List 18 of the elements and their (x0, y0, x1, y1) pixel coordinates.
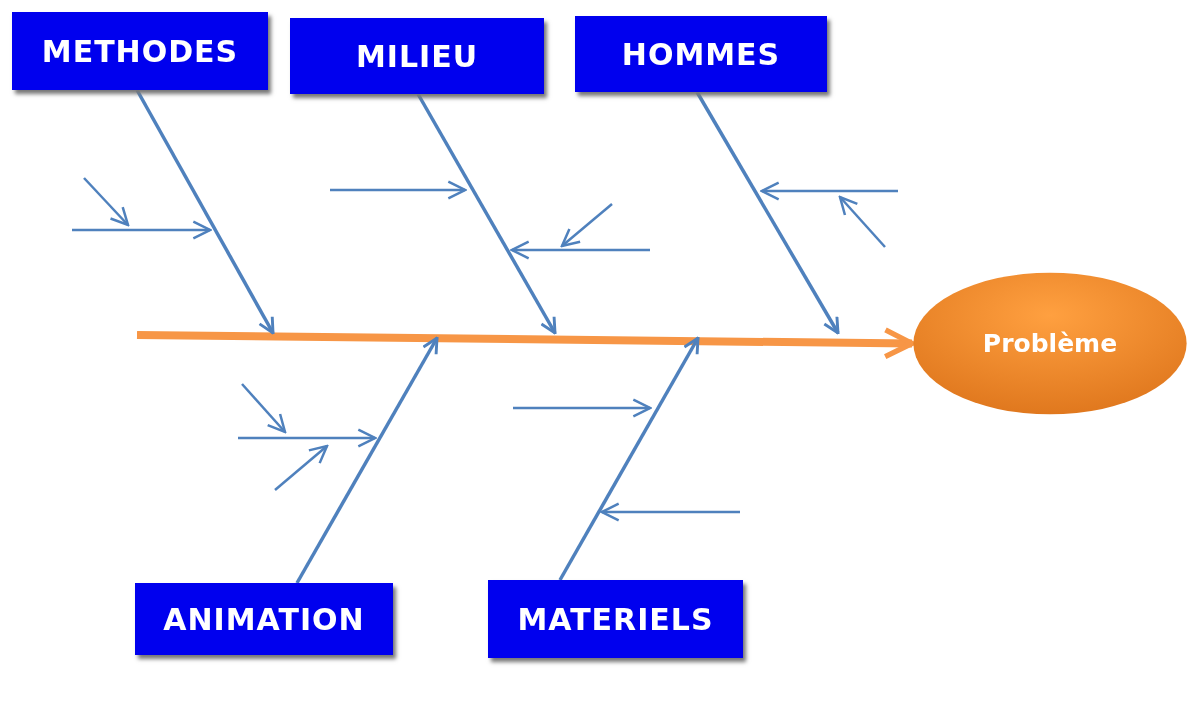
bone-arrow (295, 336, 439, 584)
spine-arrow (136, 327, 915, 360)
category-box (135, 583, 393, 655)
category-label: MATERIELS (517, 601, 714, 637)
category-label: MILIEU (355, 38, 479, 74)
category-label: METHODES (41, 33, 239, 69)
problem-ellipse (912, 272, 1188, 415)
category-box (12, 12, 268, 90)
category-box (290, 18, 544, 94)
category-label: ANIMATION (163, 601, 365, 637)
category-label: HOMMES (621, 36, 781, 72)
category-box (488, 580, 743, 658)
bone-arrow (416, 93, 557, 335)
bone-arrow (558, 336, 700, 581)
bone-arrow (695, 91, 840, 335)
problem-label: Problème (982, 329, 1118, 358)
category-box (575, 16, 827, 92)
bone-arrow (135, 89, 275, 335)
